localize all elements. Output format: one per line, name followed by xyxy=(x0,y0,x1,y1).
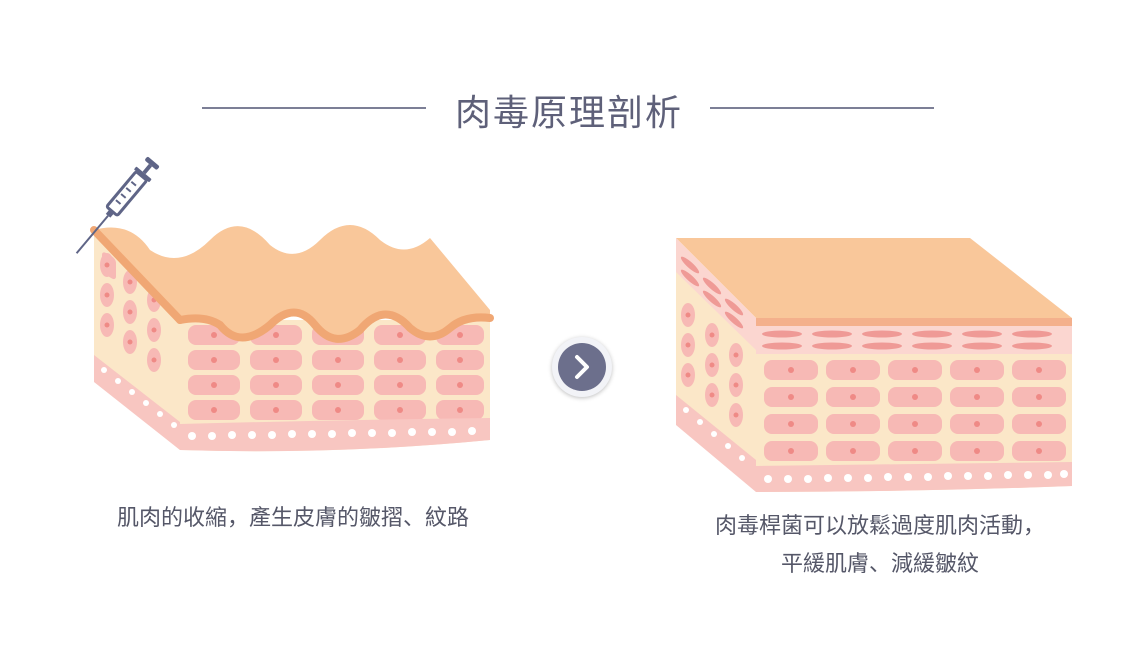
side-bottom-layer xyxy=(676,395,756,492)
smooth-skin-illustration xyxy=(676,238,1072,492)
chevron-right-icon xyxy=(575,355,589,379)
caption-before-text: 肌肉的收縮，產生皮膚的皺摺、紋路 xyxy=(116,506,469,531)
page-title: 肉毒原理剖析 xyxy=(454,93,683,134)
title-divider-left xyxy=(202,107,426,109)
front-bottom-layer xyxy=(756,462,1072,492)
wrinkled-skin-illustration xyxy=(75,157,494,452)
side-bottom-layer xyxy=(94,355,180,450)
caption-after-line2: 平緩肌膚、減緩皺紋 xyxy=(780,552,979,577)
next-arrow-button xyxy=(552,337,612,397)
title-bar: 肉毒原理剖析 xyxy=(0,80,1143,136)
title-divider-right xyxy=(710,107,934,109)
syringe-icon xyxy=(75,157,160,254)
smooth-skin-surface xyxy=(676,238,1072,318)
next-arrow-circle xyxy=(558,343,606,391)
caption-after: 肉毒桿菌可以放鬆過度肌肉活動， 平緩肌膚、減緩皺紋 xyxy=(640,508,1120,584)
caption-after-line1: 肉毒桿菌可以放鬆過度肌肉活動， xyxy=(714,514,1045,539)
wrinkled-skin-surface xyxy=(94,225,490,339)
wrinkled-skin-edge xyxy=(176,308,494,343)
caption-before: 肌肉的收縮，產生皮膚的皺摺、紋路 xyxy=(60,500,526,538)
